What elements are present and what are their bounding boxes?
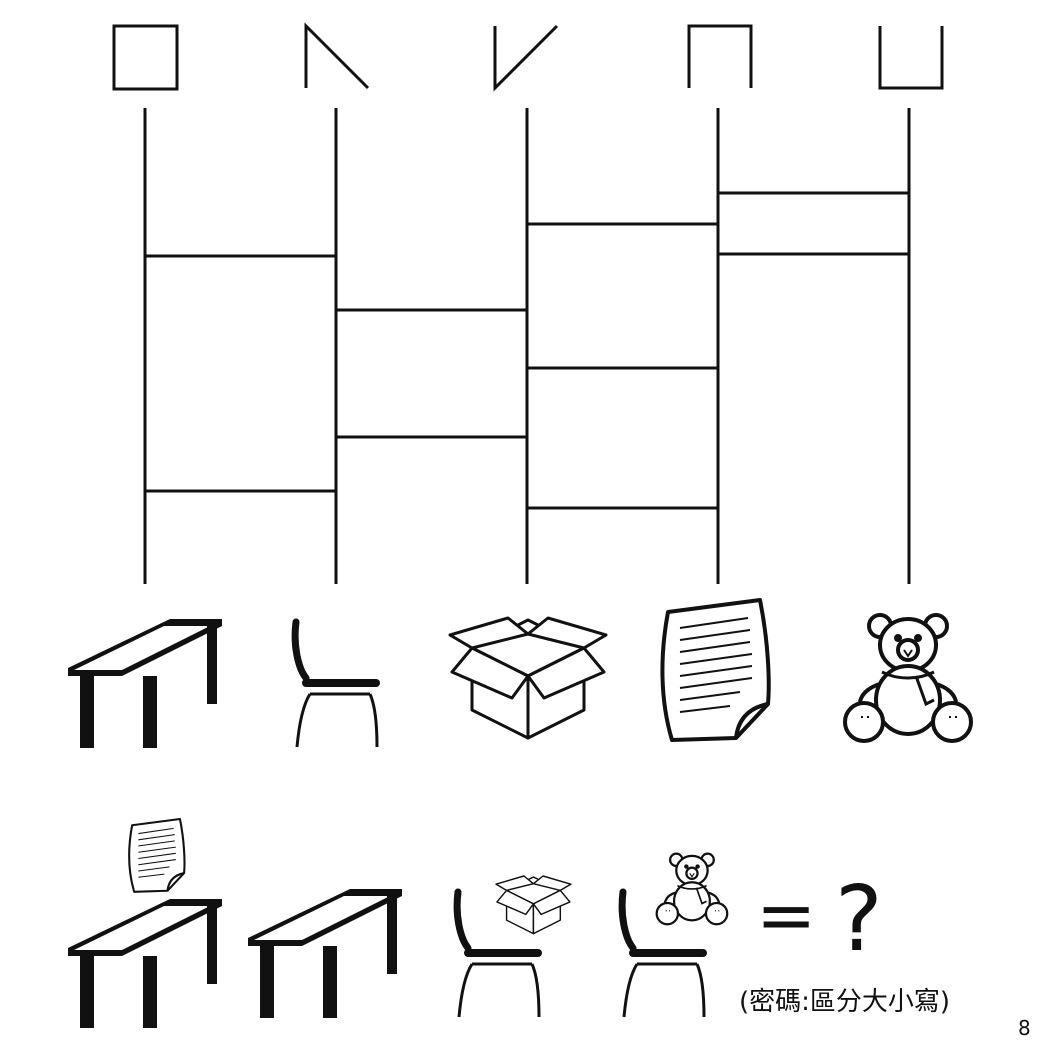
u-shape-glyph [878,26,944,90]
square-glyph [112,24,179,91]
page-number: 8 [1018,1016,1031,1040]
equals-sign: = [756,873,817,957]
ladder-grid [143,108,911,584]
paper-icon [660,598,771,742]
box-icon [448,616,608,740]
teddy-bear-icon [843,613,973,743]
equation-row [68,817,729,1028]
chair-icon [295,622,380,747]
teddy-bear-icon [655,852,729,926]
descending-diagonal-glyph [304,22,370,90]
box-icon [495,875,572,935]
table-icon [68,899,222,1028]
table-icon [68,619,222,748]
check-v-glyph [493,24,559,92]
symbol-row [112,22,944,92]
question-mark: ? [835,867,883,972]
item-row [68,598,973,748]
table-icon [248,889,402,1018]
n-shape-glyph [687,24,753,88]
paper-icon [128,817,186,893]
password-hint: (密碼:區分大小寫) [739,987,951,1017]
